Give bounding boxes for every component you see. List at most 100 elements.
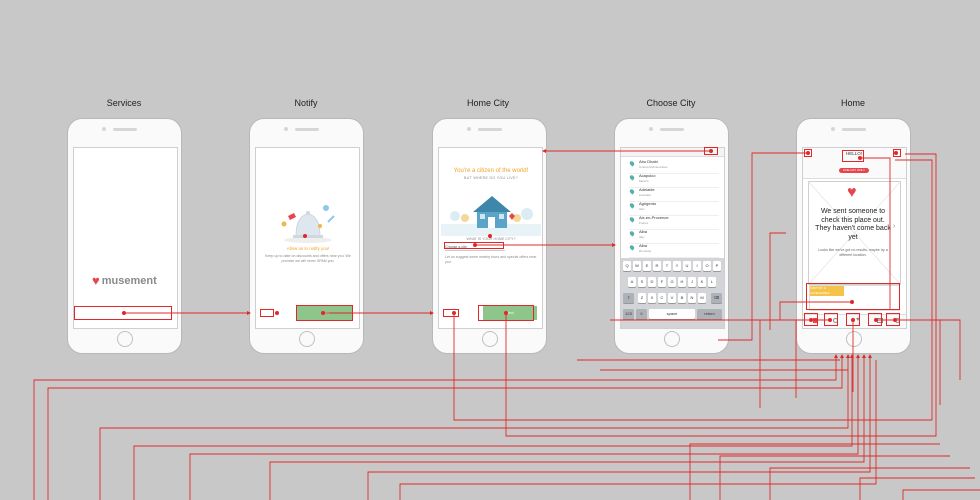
- keyboard: Q W E R T Y U I O P A S D F G H J K L ⇧ …: [621, 258, 724, 328]
- next-button[interactable]: Next: [483, 306, 537, 320]
- city-country: Romania: [639, 249, 652, 253]
- link-line: [689, 443, 940, 500]
- arrow-head: [542, 149, 546, 153]
- hotspot-home-tab-1[interactable]: [804, 313, 818, 326]
- key-w[interactable]: W: [633, 261, 641, 271]
- shift-key[interactable]: ⇧: [623, 293, 634, 303]
- phone-home: HELLO! ONE DAY ONLY ♥ We sent someone to…: [796, 118, 911, 354]
- hotspot-dot: [488, 234, 492, 238]
- key-i[interactable]: I: [693, 261, 701, 271]
- tab-wishlist-icon[interactable]: ♥: [856, 317, 860, 323]
- backspace-key[interactable]: ⌫: [711, 293, 722, 303]
- hotspot-choose-city-cancel[interactable]: [704, 147, 718, 155]
- hotspot-home-tab-4[interactable]: [868, 313, 882, 326]
- hotspot-home-right[interactable]: [893, 149, 901, 157]
- key-e[interactable]: E: [643, 261, 651, 271]
- key-y[interactable]: Y: [673, 261, 681, 271]
- key-o[interactable]: O: [703, 261, 711, 271]
- key-z[interactable]: Z: [638, 293, 646, 303]
- hotspot-notify-allow[interactable]: [296, 305, 353, 321]
- hotspot-dot: [893, 318, 897, 322]
- key-d[interactable]: D: [648, 277, 656, 287]
- hotspot-home-tab-5[interactable]: [886, 313, 900, 326]
- hotspot-home-city-input[interactable]: [444, 242, 504, 249]
- hotspot-dot: [321, 311, 325, 315]
- hotspot-dot: [709, 149, 713, 153]
- hotspot-services[interactable]: [74, 306, 172, 320]
- hotspot-home-city-next[interactable]: [478, 305, 534, 321]
- key-m[interactable]: M: [698, 293, 706, 303]
- heart-icon: ♥: [92, 273, 100, 288]
- key-h[interactable]: H: [678, 277, 686, 287]
- city-country: United Arab Emirates: [639, 165, 668, 169]
- key-g[interactable]: G: [668, 277, 676, 287]
- empty-card-placeholder: [808, 181, 901, 285]
- hotspot-home-menu[interactable]: [804, 149, 812, 157]
- key-k[interactable]: K: [698, 277, 706, 287]
- home-city-input[interactable]: Choose a city: [445, 245, 505, 251]
- hotspot-home-sort-panel[interactable]: [806, 283, 900, 310]
- emoji-icon[interactable]: ☺: [636, 309, 647, 319]
- screen-title-home-city: Home City: [466, 98, 509, 108]
- search-bar[interactable]: [621, 148, 724, 157]
- arrow-head: [834, 354, 838, 358]
- hotspot-dot: [806, 151, 810, 155]
- key-v[interactable]: V: [668, 293, 676, 303]
- key-r[interactable]: R: [653, 261, 661, 271]
- link-line: [769, 467, 970, 500]
- heart-icon: ♥: [847, 184, 857, 201]
- link-line: [189, 358, 859, 500]
- one-day-pill[interactable]: ONE DAY ONLY: [839, 168, 869, 173]
- hotspot-home-hello[interactable]: [842, 150, 864, 162]
- space-key[interactable]: space: [649, 309, 695, 319]
- screen-title-notify: Notify: [294, 98, 318, 108]
- arrow-head: [840, 354, 844, 358]
- notify-screen: Allow us to notify you! Keep up to date …: [255, 147, 360, 329]
- camera-icon: [102, 127, 106, 131]
- key-x[interactable]: X: [648, 293, 656, 303]
- tab-home-icon[interactable]: [813, 318, 818, 323]
- key-u[interactable]: U: [683, 261, 691, 271]
- city-country: Italy: [639, 207, 645, 211]
- hotspot-home-city-back[interactable]: [443, 309, 459, 317]
- hotspot-home-tab-3[interactable]: [846, 313, 860, 326]
- camera-icon: [284, 127, 288, 131]
- key-b[interactable]: B: [678, 293, 686, 303]
- hotspot-home-tab-2[interactable]: [824, 313, 838, 326]
- notify-body: Keep up to date on discounts and offers …: [265, 254, 351, 263]
- hotspot-dot: [504, 311, 508, 315]
- sort-bar-label[interactable]: SORT BY & CATEGORIES: [810, 286, 844, 296]
- speaker-icon: [477, 128, 502, 131]
- key-j[interactable]: J: [688, 277, 696, 287]
- link-line: [33, 358, 837, 500]
- hotspot-notify-skip[interactable]: [260, 309, 274, 317]
- camera-icon: [831, 127, 835, 131]
- key-n[interactable]: N: [688, 293, 696, 303]
- city-country: Italy: [639, 235, 645, 239]
- link-line: [367, 358, 871, 500]
- home-button-icon: [845, 331, 862, 347]
- phone-services: ♥ musement: [67, 118, 182, 354]
- key-l[interactable]: L: [708, 277, 716, 287]
- key-q[interactable]: Q: [623, 261, 631, 271]
- numbers-key[interactable]: 123: [623, 309, 634, 319]
- key-f[interactable]: F: [658, 277, 666, 287]
- return-key[interactable]: return: [697, 309, 722, 319]
- chevron-right-icon[interactable]: ›: [893, 223, 896, 230]
- key-s[interactable]: S: [638, 277, 646, 287]
- key-a[interactable]: A: [628, 277, 636, 287]
- speaker-icon: [841, 128, 866, 131]
- key-c[interactable]: C: [658, 293, 666, 303]
- key-t[interactable]: T: [663, 261, 671, 271]
- key-p[interactable]: P: [713, 261, 721, 271]
- link-line: [859, 477, 975, 500]
